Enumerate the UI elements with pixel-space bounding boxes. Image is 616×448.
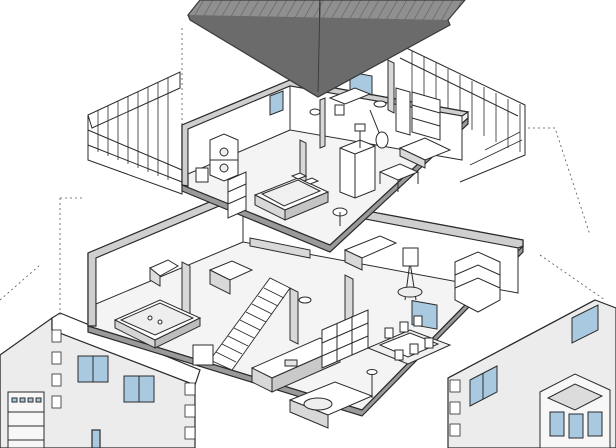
upper-window-1	[269, 90, 284, 116]
cabinet	[192, 344, 214, 366]
upper-floor	[87, 44, 526, 253]
sofa	[288, 381, 374, 429]
tall-shelf	[411, 91, 441, 141]
facade-window-2	[123, 375, 155, 403]
stool	[332, 207, 348, 226]
bathroom-fixtures	[309, 87, 387, 116]
washer-dryer	[209, 133, 239, 182]
shelving-unit	[227, 171, 247, 219]
balcony-railing	[87, 44, 526, 195]
floor-lamp	[366, 369, 378, 398]
facade-window-4	[571, 304, 599, 344]
music-stand	[354, 123, 366, 148]
facade-window-1	[77, 355, 109, 383]
bed	[253, 172, 330, 221]
wardrobe	[339, 139, 376, 199]
sink	[298, 296, 312, 304]
door	[395, 87, 411, 136]
roof	[187, 0, 466, 98]
guitar	[369, 109, 389, 149]
bay-window	[539, 373, 611, 448]
laundry-basket	[195, 167, 209, 183]
armchair	[149, 259, 179, 287]
billiard-table	[113, 299, 202, 349]
garage-door	[7, 391, 45, 448]
sideboard	[208, 260, 254, 295]
staircase	[209, 277, 291, 371]
dining-table	[366, 315, 452, 365]
ground-exterior	[0, 299, 616, 448]
easel	[397, 247, 423, 301]
desk	[378, 163, 420, 192]
main-floor	[87, 187, 524, 429]
studio-shelf	[454, 251, 501, 313]
daybed	[398, 137, 452, 169]
facade-window-3	[469, 365, 498, 407]
console-table	[343, 235, 398, 271]
